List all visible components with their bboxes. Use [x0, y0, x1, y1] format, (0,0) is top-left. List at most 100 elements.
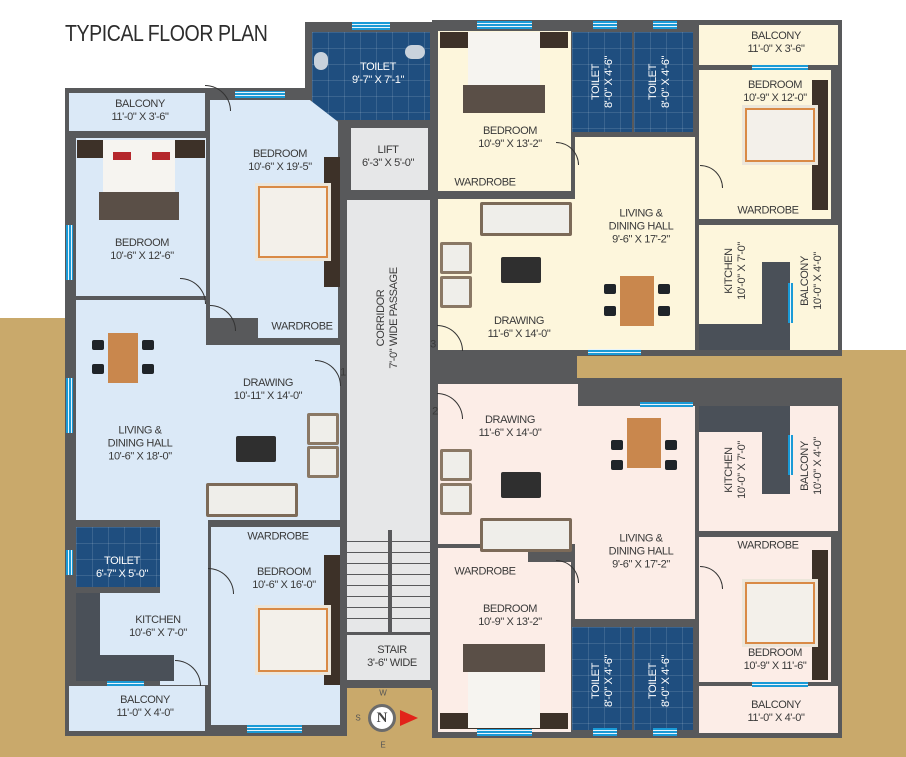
- window: [66, 550, 73, 575]
- dining-table-icon: [108, 333, 138, 383]
- chair-icon: [658, 284, 670, 294]
- room-toilet-small: [76, 527, 160, 587]
- coffee-table-icon: [501, 257, 541, 283]
- kitchen-counter-tr-bottom: [699, 324, 790, 350]
- window: [593, 21, 617, 29]
- chair-icon: [92, 364, 104, 374]
- room-lift: [351, 128, 428, 190]
- compass-west: W: [379, 688, 387, 698]
- bed-blanket: [463, 644, 545, 672]
- door-number-2: 2: [432, 405, 438, 418]
- pillow: [113, 152, 131, 160]
- room-toilet-tr-b: [634, 32, 693, 132]
- dining-table-icon: [627, 418, 661, 468]
- north-arrow-icon: [400, 710, 418, 726]
- room-wardrobe-top: [258, 312, 338, 338]
- window: [653, 728, 677, 736]
- room-balcony-top-left: [69, 93, 205, 131]
- chair-icon: [142, 364, 154, 374]
- bed-blanket: [99, 192, 179, 220]
- window: [788, 283, 793, 323]
- room-balcony-tr-side: [793, 225, 838, 350]
- sofa-icon: [206, 483, 298, 517]
- chair-icon: [142, 340, 154, 350]
- pillow: [152, 152, 170, 160]
- room-living-left: [76, 300, 206, 520]
- room-balcony-tr-top: [699, 25, 838, 65]
- sofa-icon: [480, 202, 572, 236]
- room-label-wardrobe-br-right: WARDROBE: [737, 539, 799, 552]
- room-label-wardrobe-tr-right: WARDROBE: [737, 204, 799, 217]
- room-label-wardrobe-br-left: WARDROBE: [454, 565, 516, 578]
- headboard: [812, 550, 828, 680]
- dining-table-icon: [620, 276, 654, 326]
- room-label-wardrobe-bottom: WARDROBE: [247, 530, 309, 543]
- room-balcony-bottom-left: [69, 686, 205, 731]
- window: [752, 682, 808, 687]
- kitchen-counter-br-top: [699, 406, 790, 432]
- stair-divider: [388, 530, 392, 632]
- armchair-icon: [440, 483, 472, 515]
- armchair-icon: [440, 242, 472, 274]
- page-title: TYPICAL FLOOR PLAN: [65, 20, 268, 46]
- room-corridor: [347, 200, 430, 530]
- compass-south: S: [355, 713, 361, 723]
- chair-icon: [611, 440, 623, 450]
- window: [640, 402, 693, 407]
- armchair-icon: [440, 276, 472, 308]
- coffee-table-icon: [236, 436, 276, 462]
- stair-step: [347, 607, 430, 608]
- stair-step: [347, 541, 430, 542]
- headboard: [324, 555, 340, 685]
- room-stair-landing: [347, 635, 430, 680]
- wall-middle: [432, 350, 577, 384]
- chair-icon: [604, 284, 616, 294]
- room-toilet-br-b: [634, 627, 693, 730]
- chair-icon: [665, 460, 677, 470]
- compass-east: E: [380, 740, 386, 750]
- armchair-icon: [307, 446, 339, 478]
- courtyard: [578, 356, 842, 378]
- chair-icon: [658, 306, 670, 316]
- stair-step: [347, 552, 430, 553]
- armchair-icon: [307, 413, 339, 445]
- stair-step: [347, 585, 430, 586]
- window: [477, 21, 532, 29]
- chair-icon: [665, 440, 677, 450]
- site-white-right: [842, 318, 906, 350]
- room-balcony-br-bottom: [699, 686, 838, 733]
- stair-step: [347, 574, 430, 575]
- toilet-fixture-icon: [405, 45, 425, 59]
- window: [477, 728, 532, 736]
- room-balcony-br-side: [793, 406, 838, 531]
- window: [352, 22, 390, 30]
